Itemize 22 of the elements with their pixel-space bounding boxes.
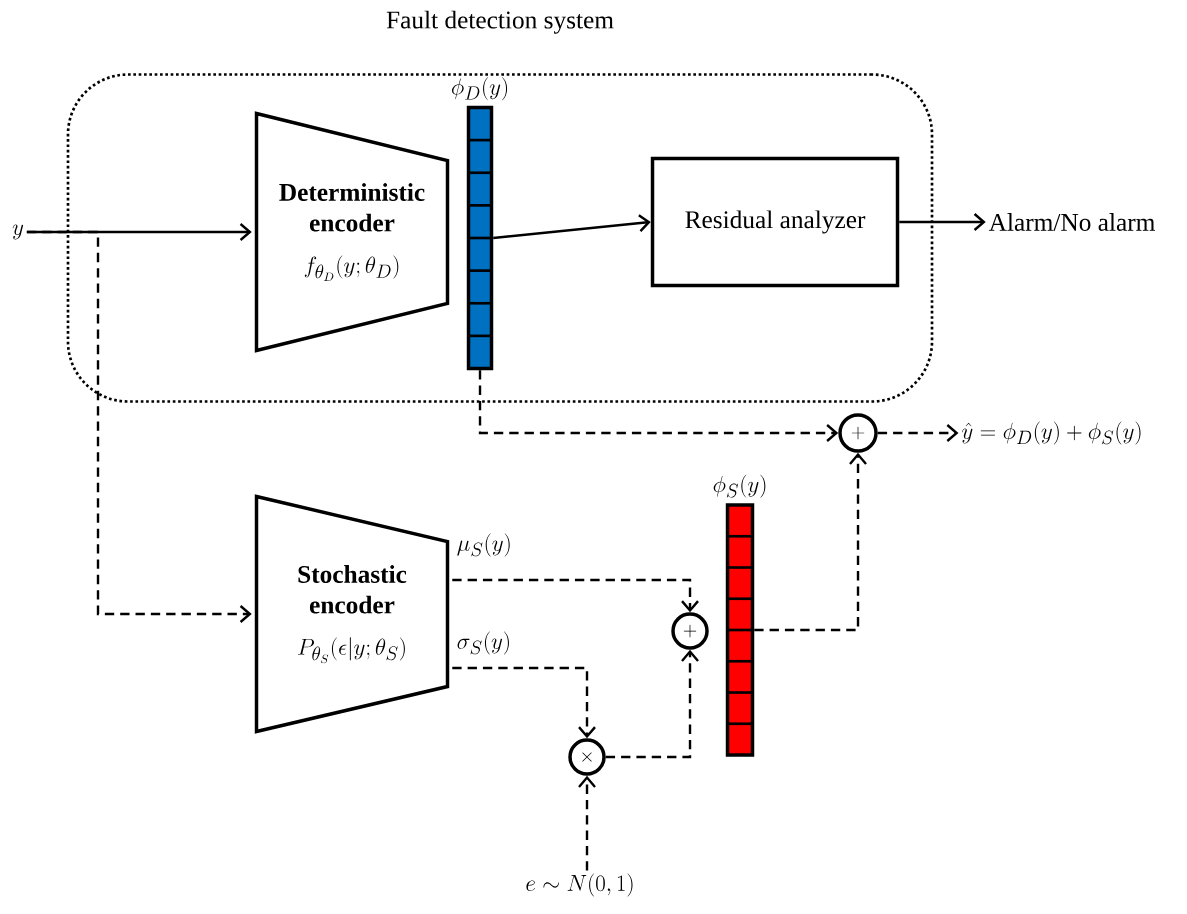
noise-label: $e\sim N(0,1)$ [526, 873, 633, 897]
arrow [26, 230, 252, 623]
vector-label: $\phi_S(y)$ [713, 474, 766, 498]
input-label: $y$ [12, 224, 24, 240]
encoder-trapezoid: Stochastic encoder $P_{\theta_S}(\epsilon|y;\theta_S)$ [254, 494, 450, 734]
arrow [877, 424, 959, 442]
arrow [478, 370, 839, 442]
arrow [578, 775, 596, 871]
process-box: Residual analyzer [650, 156, 900, 288]
arrow [493, 214, 651, 240]
vector-label: $\phi_D(y)$ [451, 77, 508, 101]
output-formula: $\hat{y}=\phi_D(y)+\phi_S(y)$ [962, 421, 1141, 445]
arrow [452, 666, 596, 739]
arrow [754, 452, 867, 632]
group-title: Fault detection system [386, 10, 614, 34]
edge-label: $\mu_S(y)$ [457, 533, 510, 557]
output-label: Alarm/No alarm [988, 213, 1155, 231]
encoder-trapezoid: Deterministic encoder $f_{\theta_D}(y;\theta_D)$ [254, 111, 450, 353]
arrow [899, 213, 986, 231]
arrow [605, 649, 699, 759]
edge-label: $\sigma_S(y)$ [457, 631, 509, 655]
arrow [452, 578, 699, 613]
